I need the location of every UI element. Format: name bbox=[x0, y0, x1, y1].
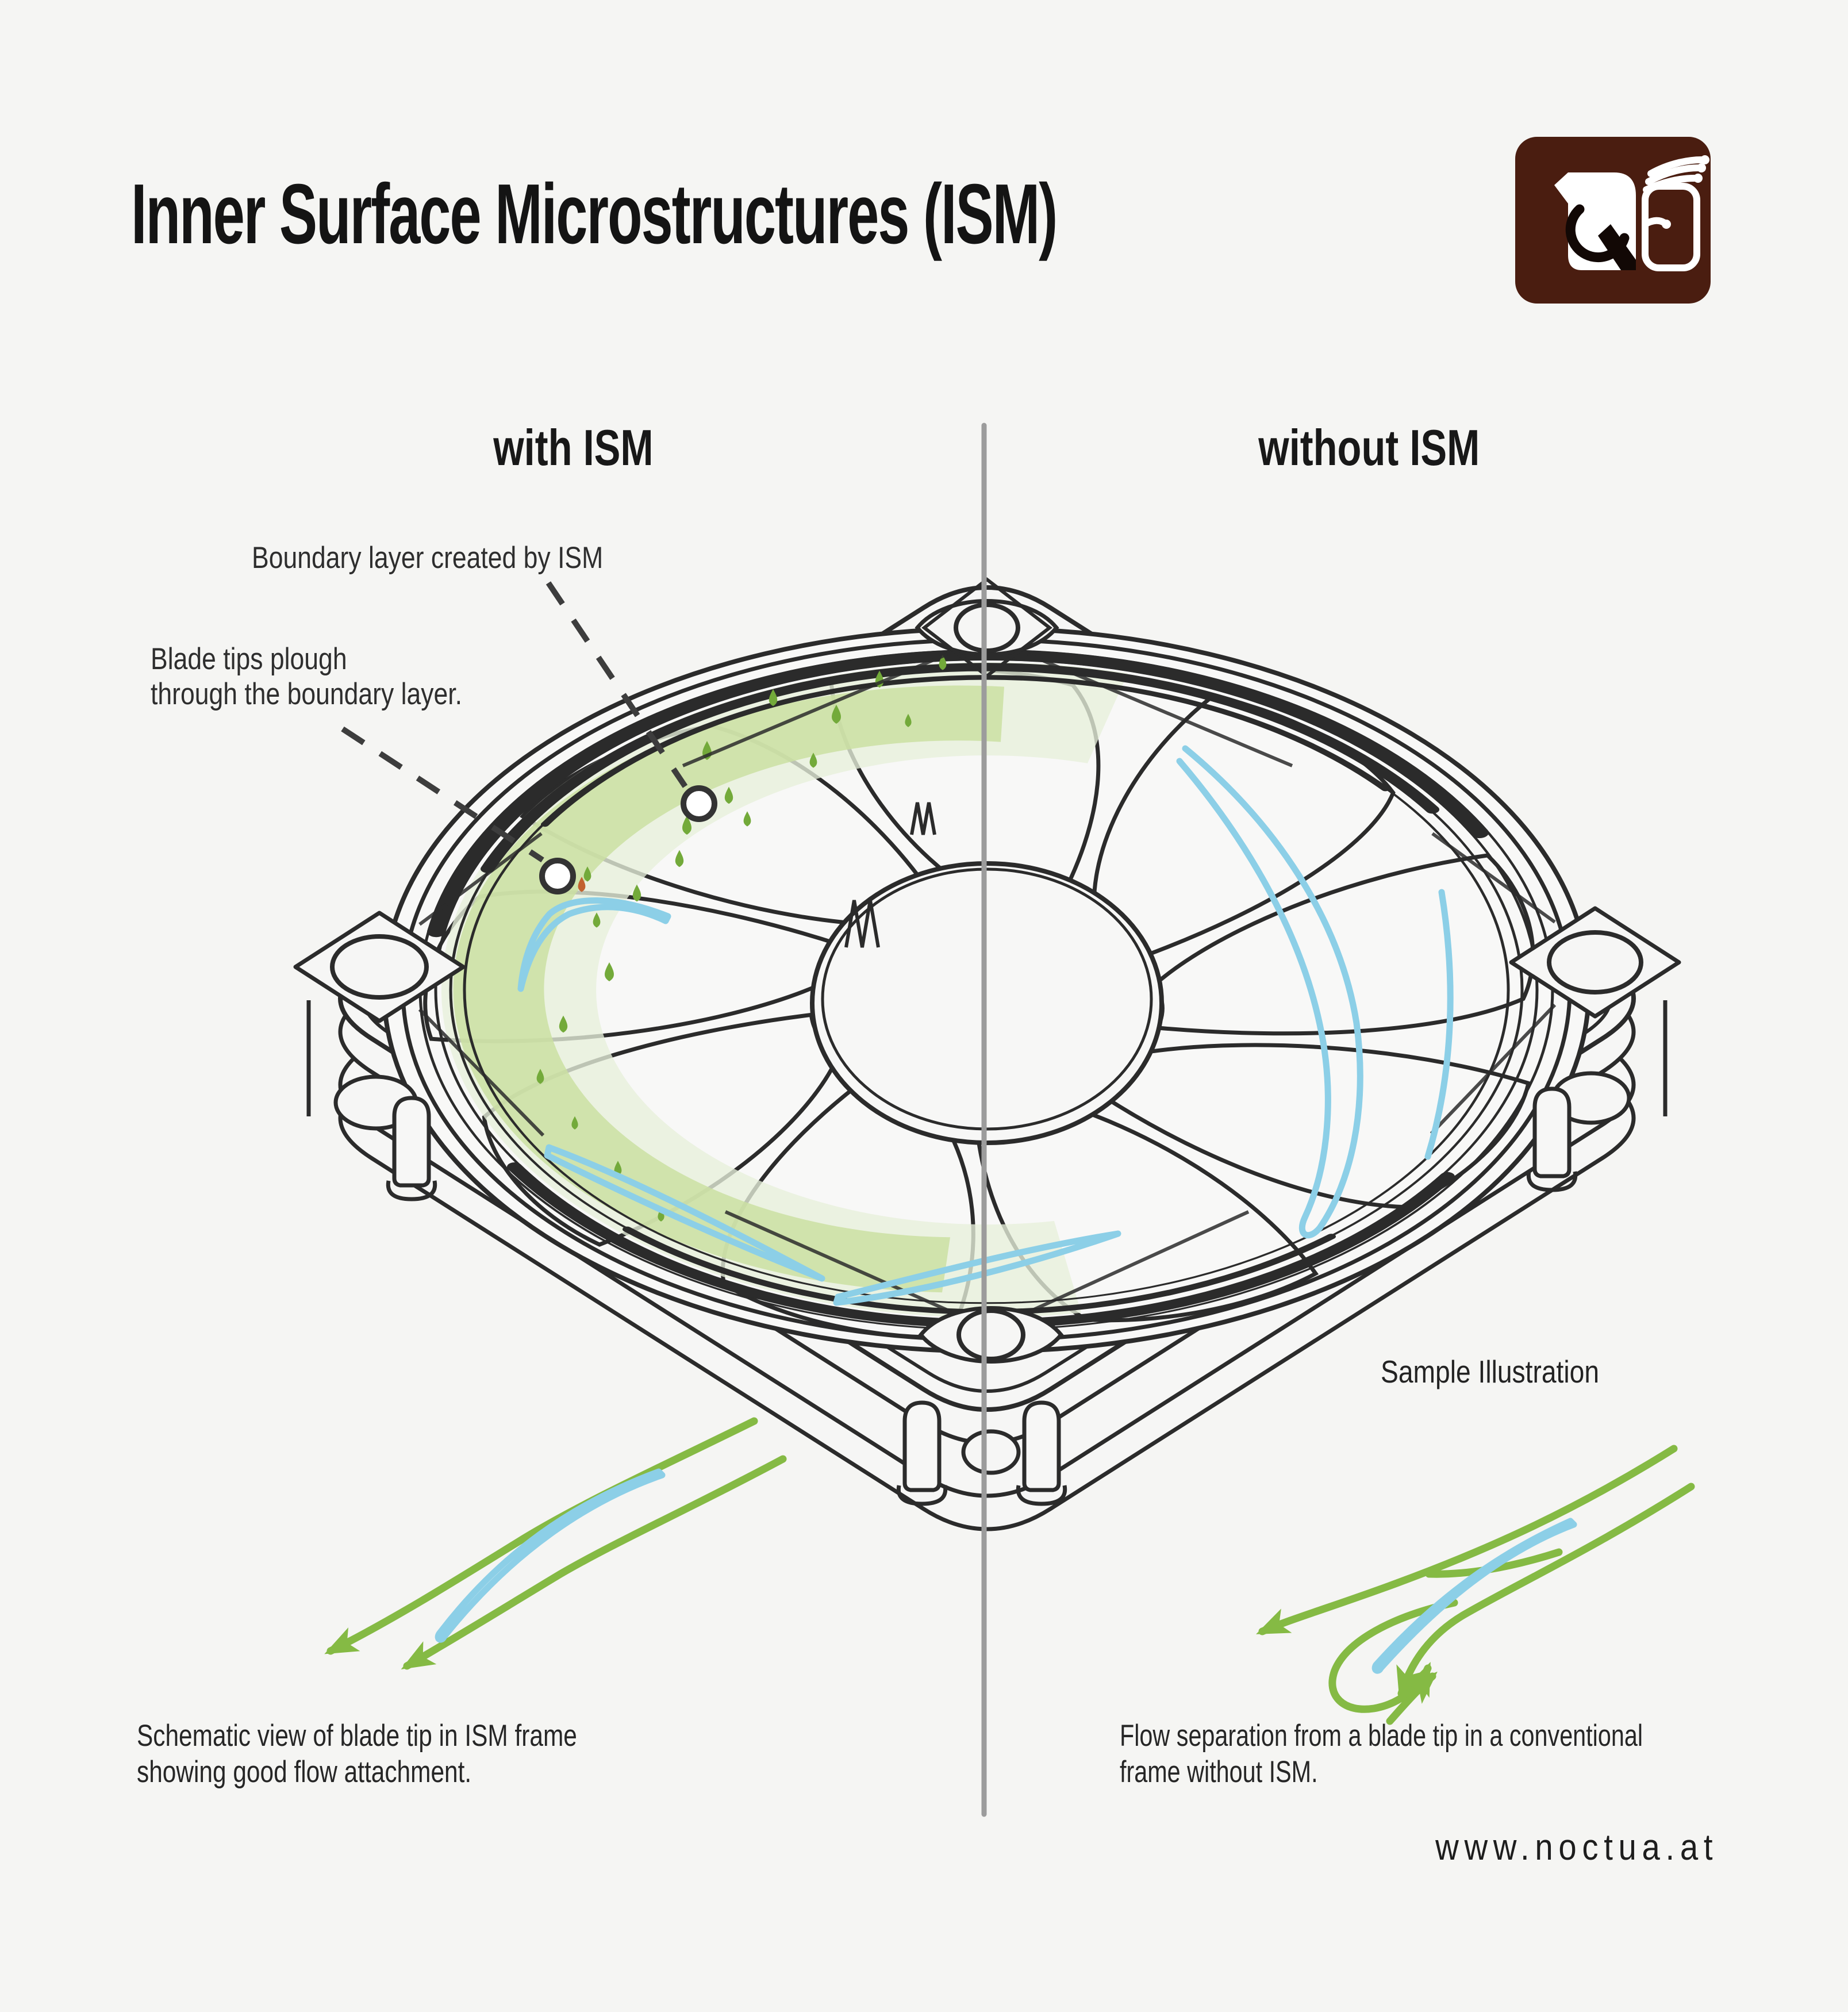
noctua-logo bbox=[1515, 137, 1711, 304]
annotation-blade-tips: Blade tips plough through the boundary l… bbox=[151, 642, 463, 711]
column-label-without-ism: without ISM bbox=[1258, 419, 1480, 476]
fan-side-icon bbox=[1642, 155, 1709, 271]
callout-marker bbox=[681, 785, 717, 822]
caption-with-ism: Schematic view of blade tip in ISM frame… bbox=[137, 1719, 577, 1789]
owl-icon bbox=[1554, 172, 1636, 270]
corner-mounts bbox=[293, 577, 1681, 1504]
annotation-boundary-layer: Boundary layer created by ISM bbox=[252, 541, 604, 575]
corner-braces bbox=[418, 652, 1557, 1314]
anti-vibration-pin bbox=[1528, 1089, 1575, 1190]
sample-illustration-note: Sample Illustration bbox=[1381, 1354, 1600, 1389]
caption-without-ism: Flow separation from a blade tip in a co… bbox=[1120, 1719, 1643, 1789]
callout-marker bbox=[539, 858, 576, 894]
blade-zigzag-marks bbox=[844, 802, 936, 948]
page-title: Inner Surface Microstructures (ISM) bbox=[131, 167, 1058, 262]
blade-tip-outlines bbox=[517, 745, 1454, 1306]
anti-vibration-pin bbox=[388, 1098, 435, 1199]
anti-vibration-pin bbox=[1018, 1403, 1065, 1504]
column-label-with-ism: with ISM bbox=[493, 419, 654, 476]
flow-separation-schematic bbox=[1256, 1445, 1695, 1725]
flow-attachment-schematic bbox=[324, 1417, 787, 1670]
callout-leader-lines bbox=[341, 581, 717, 894]
blade-tip-airfoil bbox=[435, 1468, 666, 1643]
blade-tip-airfoil bbox=[1371, 1518, 1577, 1674]
boundary-layer-band-mid bbox=[453, 685, 1004, 1293]
anti-vibration-pin bbox=[898, 1403, 945, 1504]
website-url: www.noctua.at bbox=[1435, 1826, 1718, 1868]
fan-hub bbox=[810, 861, 1164, 1145]
